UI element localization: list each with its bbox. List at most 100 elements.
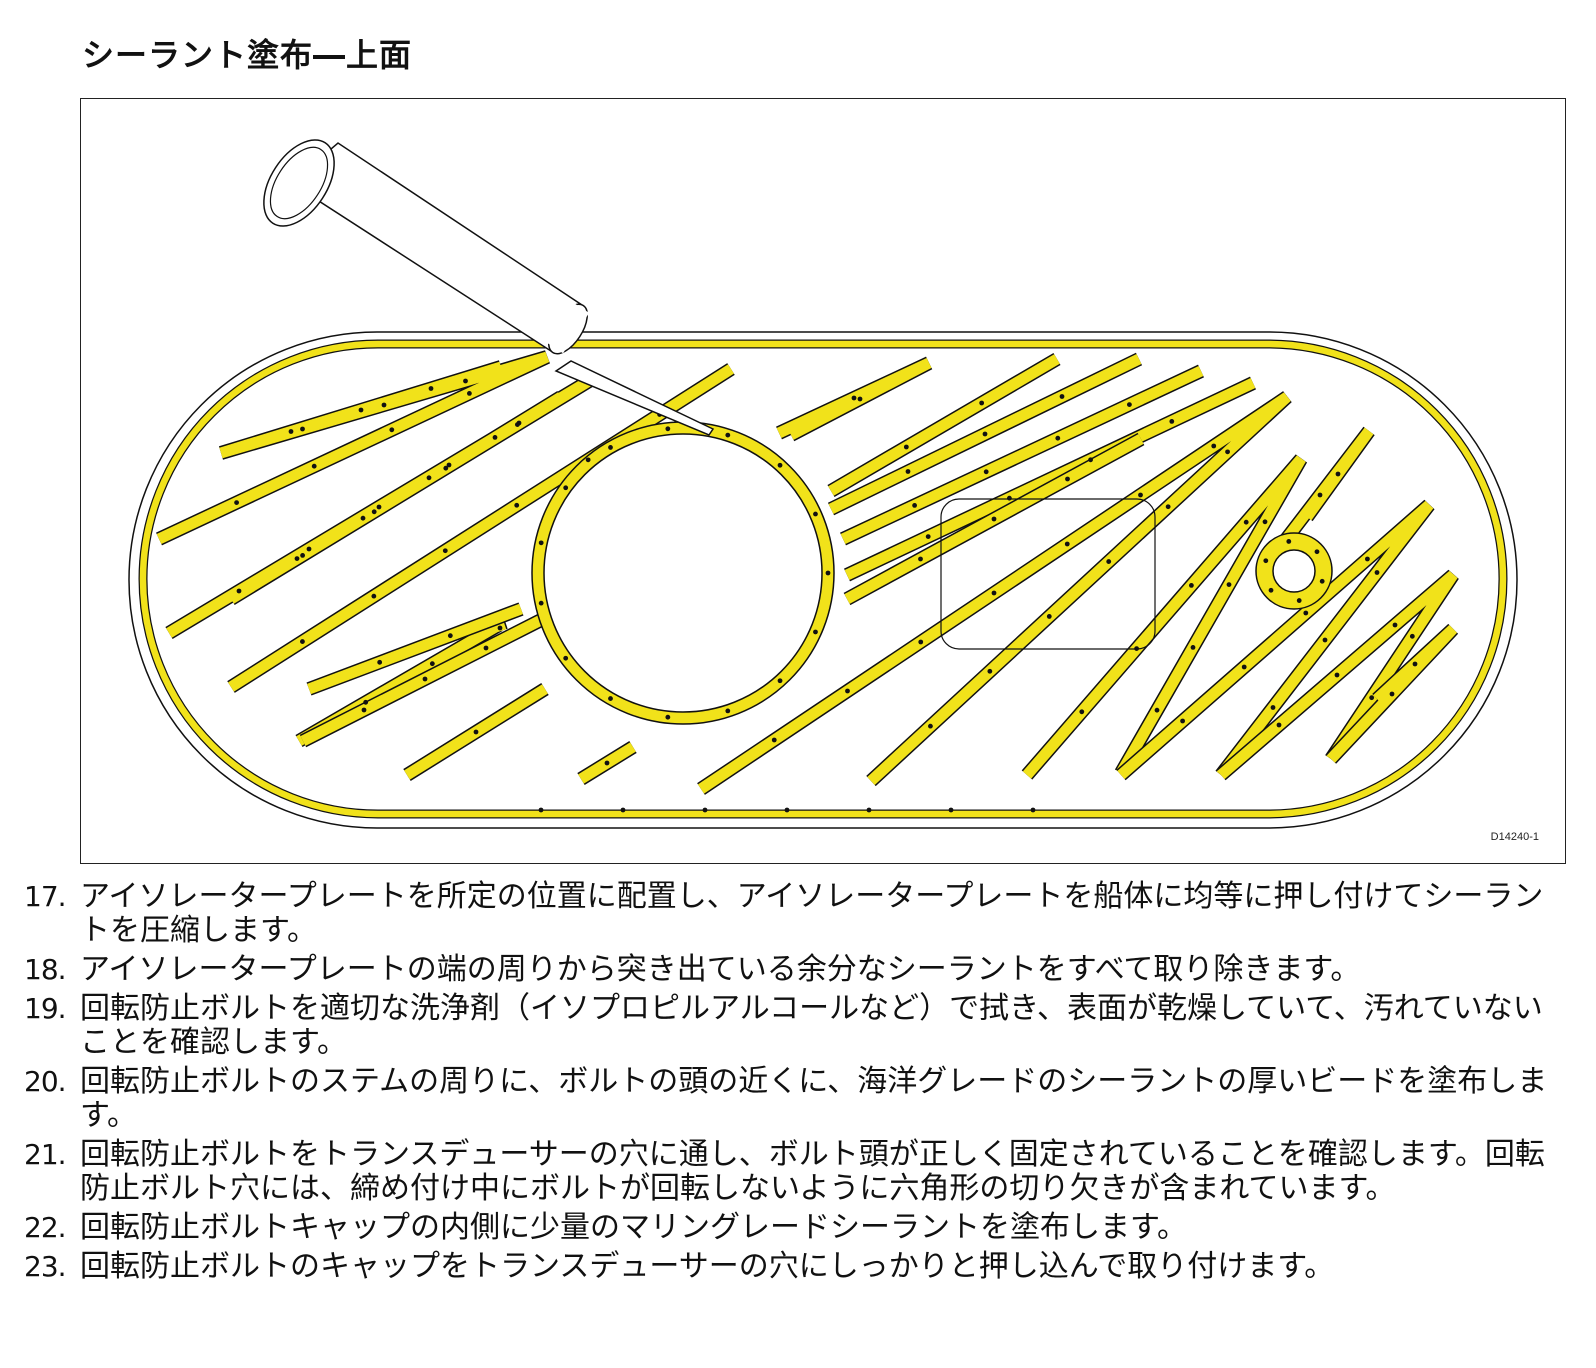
step-item: 20. 回転防止ボルトのステムの周りに、ボルトの頭の近くに、海洋グレードのシーラ… xyxy=(24,1065,1572,1133)
sealant-strip xyxy=(1117,500,1434,780)
figure-id-label: D14240-1 xyxy=(1490,831,1539,843)
sealant-strip xyxy=(776,358,932,440)
sealant-dot xyxy=(1296,598,1302,603)
sealant-dot xyxy=(1276,722,1282,728)
sealant-dot xyxy=(358,407,364,413)
sealant-dot xyxy=(777,462,783,468)
sealant-dot xyxy=(845,688,850,694)
plate-recess xyxy=(940,498,1156,650)
sealant-dot xyxy=(1322,637,1328,643)
sealant-dot xyxy=(300,553,305,558)
sealant-strip xyxy=(840,366,1204,544)
step-item: 18. アイソレータープレートの端の周りから突き出ている余分なシーラントをすべて… xyxy=(24,953,1572,987)
sealant-dot xyxy=(1241,664,1247,670)
sealant-dot xyxy=(1007,495,1012,501)
sealant-dot xyxy=(361,707,367,713)
sealant-dot xyxy=(918,639,924,645)
sealant-dot xyxy=(1270,705,1276,710)
sealant-dot xyxy=(1154,707,1160,713)
sealant-dot xyxy=(1317,492,1323,498)
sealant-dot xyxy=(991,516,997,522)
sealant-dot xyxy=(463,378,468,384)
sealant-dot xyxy=(585,457,591,463)
sealant-dot xyxy=(991,590,997,596)
sealant-dot xyxy=(665,426,671,432)
sealant-dot xyxy=(1134,646,1139,651)
sealant-dot xyxy=(428,386,434,391)
sealant-dot xyxy=(903,444,909,450)
sealant-dot xyxy=(1263,558,1269,564)
sealant-dot xyxy=(1314,549,1320,555)
sealant-dot xyxy=(371,509,377,515)
sealant-dot xyxy=(492,435,498,440)
step-text: 回転防止ボルトのステムの周りに、ボルトの頭の近くに、海洋グレードのシーラントの厚… xyxy=(80,1064,1548,1133)
sealant-dot xyxy=(1392,622,1398,628)
sealant-dot xyxy=(702,807,708,813)
sealant-dot xyxy=(300,639,305,644)
sealant-dot xyxy=(1165,504,1171,510)
sealant-dot xyxy=(1169,419,1175,424)
sealant-dot xyxy=(851,395,857,401)
sealant-dot xyxy=(1106,559,1112,564)
sealant-dot xyxy=(1335,471,1341,477)
sealant-dot xyxy=(294,556,300,561)
sealant-dot xyxy=(983,469,989,475)
sealant-dot xyxy=(467,391,472,396)
step-item: 22. 回転防止ボルトキャップの内側に少量のマリングレードシーラントを塗布します… xyxy=(24,1211,1572,1245)
sealant-strip xyxy=(1326,624,1458,763)
step-number: 22. xyxy=(24,1211,67,1244)
sealant-strip xyxy=(1022,455,1306,779)
sealant-dot xyxy=(1243,519,1249,525)
sealant-dot xyxy=(1046,614,1052,619)
sealant-dot xyxy=(1189,583,1194,588)
sealant-dot xyxy=(563,655,569,661)
sealant-dots xyxy=(234,378,1418,813)
sealant-dot xyxy=(918,556,923,562)
sealant-dot xyxy=(620,807,626,813)
sealant-dot xyxy=(1030,807,1036,813)
sealant-dot xyxy=(928,723,933,729)
sealant-dot xyxy=(1127,402,1132,407)
transducer-hole xyxy=(543,433,823,713)
sealant-dot xyxy=(1226,582,1232,587)
step-item: 19. 回転防止ボルトを適切な洗浄剤（イソプロピルアルコールなど）で拭き、表面が… xyxy=(24,992,1572,1060)
step-text: 回転防止ボルトキャップの内側に少量のマリングレードシーラントを塗布します。 xyxy=(80,1210,1187,1245)
sealant-dot xyxy=(1064,541,1070,547)
sealant-dot xyxy=(311,463,317,469)
step-number: 17. xyxy=(24,880,67,913)
sealant-strip xyxy=(228,364,734,692)
sealant-dot xyxy=(306,546,312,552)
sealant-dot xyxy=(784,807,790,813)
sealant-dot xyxy=(982,431,988,437)
sealant-dot xyxy=(1211,443,1217,449)
step-text: アイソレータープレートを所定の位置に配置し、アイソレータープレートを船体に均等に… xyxy=(80,879,1544,948)
sealant-dot xyxy=(429,661,435,667)
step-number: 21. xyxy=(24,1138,67,1171)
sealant-dot xyxy=(1088,457,1093,463)
sealant-dot xyxy=(1268,587,1274,593)
sealant-dot xyxy=(771,737,777,743)
sealant-dot xyxy=(1055,435,1061,441)
sealant-illustration xyxy=(128,139,1518,829)
sealant-dot xyxy=(1409,633,1415,639)
sealant-dot xyxy=(377,659,383,665)
step-item: 23. 回転防止ボルトのキャップをトランスデューサーの穴にしっかりと押し込んで取… xyxy=(24,1250,1572,1284)
sealant-dot xyxy=(1079,709,1085,715)
page-title: シーラント塗布―上面 xyxy=(82,36,413,74)
sealant-dot xyxy=(234,500,240,505)
sealant-dot xyxy=(497,625,503,631)
sealant-dot xyxy=(1369,695,1375,701)
sealant-dot xyxy=(905,469,911,474)
sealant-dot xyxy=(1389,691,1395,697)
sealant-dot xyxy=(813,629,818,635)
sealant-dot xyxy=(381,402,387,408)
sealant-dot xyxy=(1190,645,1196,650)
sealant-dot xyxy=(389,427,395,433)
sealant-dot xyxy=(604,760,610,766)
sealant-dot xyxy=(912,503,917,508)
sealant-dot xyxy=(1180,718,1185,724)
sealant-dot xyxy=(1334,672,1340,678)
sealant-dot xyxy=(777,678,783,684)
sealant-dot xyxy=(288,429,294,434)
sealant-dot xyxy=(443,465,449,471)
